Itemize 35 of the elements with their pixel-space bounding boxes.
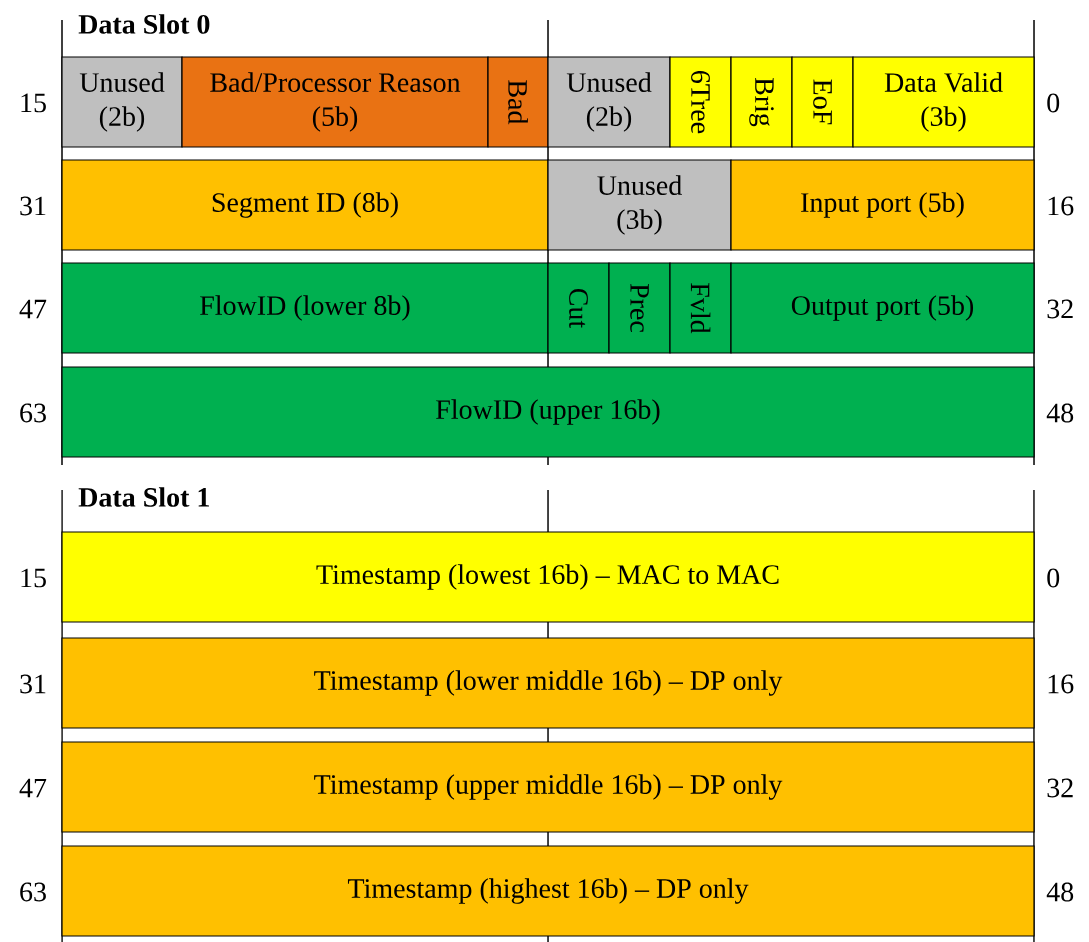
bit-number: 15 bbox=[21, 568, 46, 588]
bit-number: 47 bbox=[19, 778, 47, 798]
field-box: Brig bbox=[730, 56, 793, 148]
bit-number: 31 bbox=[20, 196, 46, 216]
field-box: Timestamp (upper middle 16b) – DP only bbox=[61, 741, 1035, 833]
field-box: Timestamp (lower middle 16b) – DP only bbox=[61, 637, 1035, 729]
bit-number: 32 bbox=[1047, 299, 1073, 319]
bit-number: 63 bbox=[20, 882, 46, 902]
field-box: Unused (3b) bbox=[547, 159, 732, 251]
bit-number: 48 bbox=[1046, 403, 1074, 423]
bit-number: 47 bbox=[19, 299, 47, 319]
bit-number: 63 bbox=[20, 403, 46, 423]
field-box: FlowID (upper 16b) bbox=[61, 366, 1035, 458]
bit-number: 15 bbox=[21, 93, 46, 113]
field-box: EoF bbox=[791, 56, 854, 148]
field-box: Unused (2b) bbox=[61, 56, 183, 148]
field-box: Timestamp (lowest 16b) – MAC to MAC bbox=[61, 531, 1035, 623]
bit-number: 31 bbox=[20, 674, 46, 694]
bit-number: 0 bbox=[1047, 568, 1060, 588]
slot-heading: Data Slot 1 bbox=[78, 487, 209, 507]
field-box: Segment ID (8b) bbox=[61, 159, 549, 251]
field-box: Input port (5b) bbox=[730, 159, 1035, 251]
field-box: 6Tree bbox=[669, 56, 732, 148]
bit-number: 32 bbox=[1047, 778, 1073, 798]
slot-heading: Data Slot 0 bbox=[78, 14, 210, 34]
bit-number: 0 bbox=[1047, 93, 1060, 113]
field-box: Cut bbox=[547, 262, 610, 354]
bit-number: 48 bbox=[1046, 882, 1074, 902]
field-box: Fvld bbox=[669, 262, 732, 354]
field-box: Unused (2b) bbox=[547, 56, 671, 148]
bit-number: 16 bbox=[1048, 674, 1074, 694]
bit-number: 16 bbox=[1048, 196, 1074, 216]
field-box: Bad bbox=[487, 56, 549, 148]
field-box: Prec bbox=[608, 262, 671, 354]
field-box: Timestamp (highest 16b) – DP only bbox=[61, 845, 1035, 937]
